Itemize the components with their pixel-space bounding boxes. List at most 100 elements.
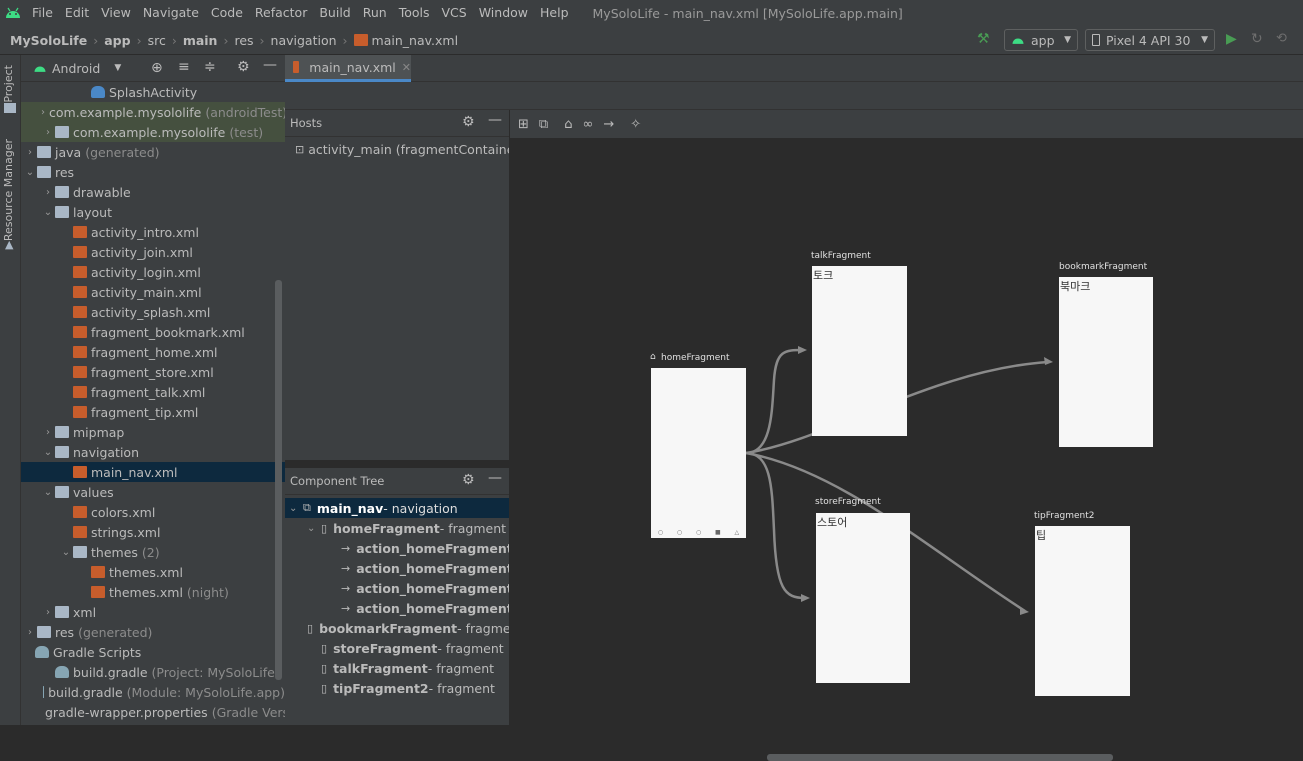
chevron-right-icon[interactable]: ›	[46, 126, 50, 138]
tree-item[interactable]: activity_login.xml	[21, 262, 285, 282]
menu-file[interactable]: File	[32, 5, 53, 20]
chevron-right-icon[interactable]: ›	[46, 186, 50, 198]
breadcrumb-src[interactable]: src	[147, 32, 166, 48]
gear-icon[interactable]: ⚙	[237, 59, 250, 75]
minimize-icon[interactable]: —	[488, 470, 502, 486]
breadcrumb-res[interactable]: res	[234, 32, 254, 48]
menu-refactor[interactable]: Refactor	[254, 5, 308, 20]
resource-manager-tab[interactable]: Resource Manager	[2, 139, 15, 242]
tip-fragment-card[interactable]: 팁	[1035, 526, 1130, 696]
new-destination-icon[interactable]: ⊞	[518, 116, 529, 132]
tree-item[interactable]: ›res(generated)	[21, 622, 285, 642]
breadcrumb-navigation[interactable]: navigation	[270, 32, 337, 48]
canvas-horizontal-scrollbar[interactable]	[767, 754, 1113, 761]
tree-item[interactable]: themes.xml(night)	[21, 582, 285, 602]
tree-item[interactable]: fragment_store.xml	[21, 362, 285, 382]
auto-arrange-icon[interactable]: ✧	[630, 116, 642, 132]
tree-item[interactable]: themes.xml	[21, 562, 285, 582]
view-mode-label[interactable]: Android	[52, 60, 101, 76]
tree-item[interactable]: fragment_tip.xml	[21, 402, 285, 422]
nested-graph-icon[interactable]: ⧉	[538, 116, 549, 132]
action-home-to-store[interactable]	[745, 451, 806, 600]
chevron-right-icon[interactable]: ›	[28, 146, 32, 158]
tree-item[interactable]: SplashActivity	[21, 82, 285, 102]
menu-build[interactable]: Build	[319, 5, 351, 20]
menu-edit[interactable]: Edit	[64, 5, 90, 20]
chevron-down-icon[interactable]: ⌄	[307, 522, 316, 534]
apply-code-changes-icon[interactable]: ⟲	[1276, 31, 1287, 46]
menu-run[interactable]: Run	[362, 5, 387, 20]
tree-item[interactable]: build.gradle(Project: MySoloLife)	[21, 662, 285, 682]
build-hammer-icon[interactable]: ⚒	[977, 31, 990, 47]
tree-item[interactable]: fragment_bookmark.xml	[21, 322, 285, 342]
menu-window[interactable]: Window	[478, 5, 529, 20]
tree-item[interactable]: ›drawable	[21, 182, 285, 202]
component-tree-item[interactable]: →action_homeFragment_to_bookmarkFragment	[285, 578, 509, 598]
breadcrumb-main[interactable]: main	[182, 32, 218, 48]
talk-fragment-card[interactable]: 토크	[812, 266, 907, 436]
tree-item[interactable]: fragment_home.xml	[21, 342, 285, 362]
breadcrumb-file[interactable]: main_nav.xml	[371, 32, 459, 48]
host-item[interactable]: ⊡ activity_main (fragmentContainerView)	[285, 139, 509, 159]
tree-item[interactable]: fragment_talk.xml	[21, 382, 285, 402]
action-home-to-talk[interactable]	[745, 348, 804, 455]
tab-main-nav[interactable]: main_nav.xml ✕	[285, 55, 411, 82]
tree-item[interactable]: ⌄layout	[21, 202, 285, 222]
add-action-icon[interactable]: →	[603, 116, 615, 132]
chevron-down-icon[interactable]: ⌄	[43, 446, 53, 458]
collapse-all-icon[interactable]: ≑	[204, 59, 216, 75]
chevron-right-icon[interactable]: ›	[46, 606, 50, 618]
run-config-select[interactable]: app ▼	[1004, 29, 1078, 51]
chevron-down-icon[interactable]: ⌄	[61, 546, 71, 558]
menu-vcs[interactable]: VCS	[441, 5, 467, 20]
close-icon[interactable]: ✕	[401, 60, 411, 74]
store-fragment-card[interactable]: 스토어	[816, 513, 910, 683]
tree-item[interactable]: strings.xml	[21, 522, 285, 542]
tree-item[interactable]: main_nav.xml	[21, 462, 285, 482]
chevron-right-icon[interactable]: ›	[28, 626, 32, 638]
component-tree-item[interactable]: ⌄▯homeFragment - fragment	[285, 518, 509, 538]
menu-code[interactable]: Code	[210, 5, 243, 20]
breadcrumb-project[interactable]: MySoloLife	[10, 32, 88, 48]
component-tree-item[interactable]: →action_homeFragment_to_storeFragment	[285, 558, 509, 578]
menu-tools[interactable]: Tools	[398, 5, 430, 20]
tree-item[interactable]: Gradle Scripts	[21, 642, 285, 662]
menu-view[interactable]: View	[101, 5, 131, 20]
tree-item[interactable]: ›java(generated)	[21, 142, 285, 162]
run-icon[interactable]: ▶	[1226, 31, 1237, 47]
minimize-icon[interactable]: —	[263, 57, 277, 73]
project-scrollbar[interactable]	[275, 280, 282, 680]
tree-item[interactable]: ›com.example.mysololife(test)	[21, 122, 285, 142]
tree-item[interactable]: ⌄navigation	[21, 442, 285, 462]
tree-item[interactable]: ›xml	[21, 602, 285, 622]
tree-item[interactable]: ⌄res	[21, 162, 285, 182]
component-tree-item[interactable]: ⌄⧉main_nav - navigation	[285, 498, 509, 518]
gear-icon[interactable]: ⚙	[462, 114, 475, 130]
deep-link-icon[interactable]: ∞	[582, 116, 594, 132]
menu-help[interactable]: Help	[540, 5, 569, 20]
component-tree-item[interactable]: →action_homeFragment_to_talkFragment	[285, 538, 509, 558]
menu-navigate[interactable]: Navigate	[142, 5, 199, 20]
tree-item[interactable]: activity_join.xml	[21, 242, 285, 262]
tree-item[interactable]: gradle-wrapper.properties(Gradle Version…	[21, 702, 285, 722]
expand-all-icon[interactable]: ≡	[178, 59, 190, 75]
chevron-right-icon[interactable]: ›	[46, 426, 50, 438]
chevron-down-icon[interactable]: ▼	[114, 63, 122, 73]
locate-icon[interactable]: ⊕	[151, 60, 163, 76]
tree-item[interactable]: ›mipmap	[21, 422, 285, 442]
tree-item[interactable]: activity_splash.xml	[21, 302, 285, 322]
component-tree-item[interactable]: ▯tipFragment2 - fragment	[285, 678, 509, 698]
home-fragment-card[interactable]: ○○○■△	[651, 368, 746, 538]
minimize-icon[interactable]: —	[488, 112, 502, 128]
project-tool-tab[interactable]: Project	[2, 65, 15, 103]
tree-item[interactable]: build.gradle(Module: MySoloLife.app)	[21, 682, 285, 702]
chevron-down-icon[interactable]: ⌄	[43, 486, 53, 498]
chevron-down-icon[interactable]: ⌄	[289, 502, 298, 514]
tree-item[interactable]: activity_main.xml	[21, 282, 285, 302]
chevron-down-icon[interactable]: ⌄	[43, 206, 53, 218]
apply-changes-icon[interactable]: ↻	[1251, 31, 1263, 47]
tree-item[interactable]: ›com.example.mysololife(androidTest)	[21, 102, 285, 122]
chevron-down-icon[interactable]: ⌄	[25, 166, 35, 178]
breadcrumb-module[interactable]: app	[104, 32, 131, 48]
component-tree-item[interactable]: ▯bookmarkFragment - fragment	[285, 618, 509, 638]
